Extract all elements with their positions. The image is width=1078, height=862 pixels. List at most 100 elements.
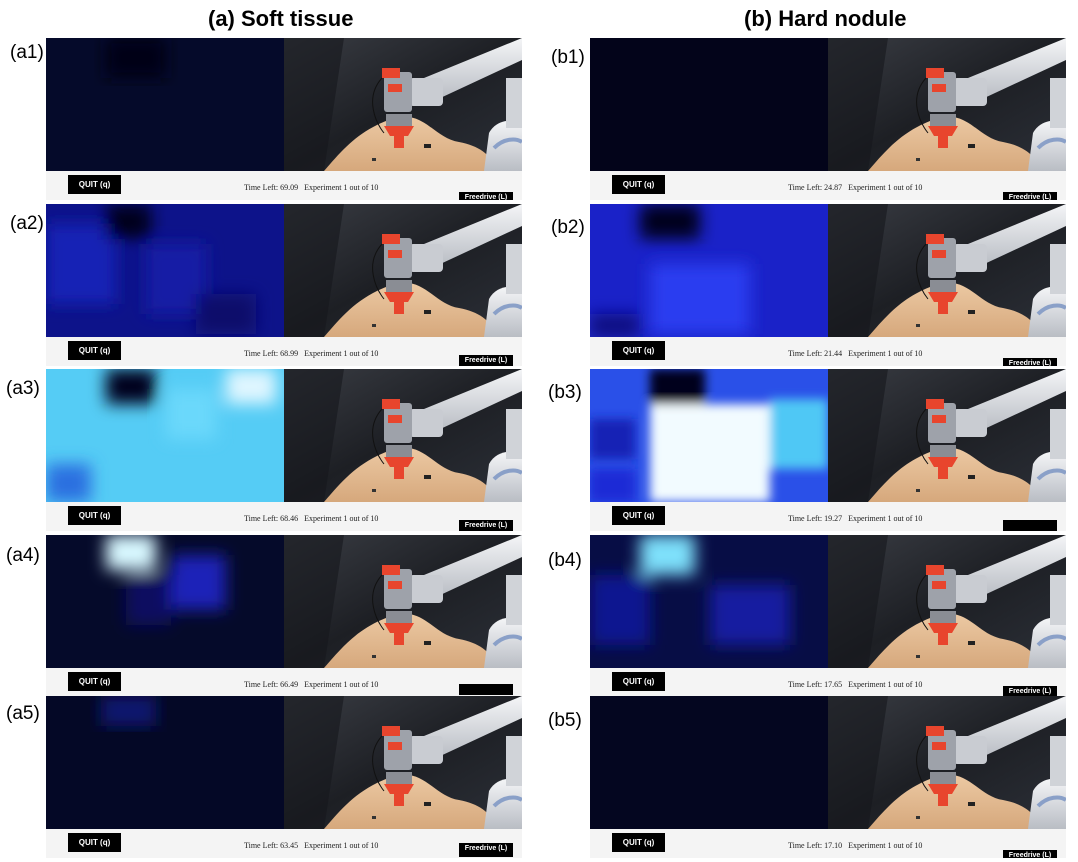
- freedrive-button[interactable]: Freedrive (L): [1003, 850, 1057, 858]
- panel-label-b2: (b2): [551, 217, 585, 238]
- time-left: Time Left: 24.87: [788, 183, 843, 192]
- experiment-counter: Experiment 1 out of 10: [304, 349, 379, 358]
- quit-button[interactable]: QUIT (q): [68, 506, 121, 525]
- panel-label-a4: (a4): [6, 545, 40, 566]
- heatmap-b3: [590, 369, 828, 502]
- quit-button[interactable]: QUIT (q): [612, 175, 665, 194]
- freedrive-button[interactable]: Freedrive (L): [1003, 192, 1057, 200]
- experiment-counter: Experiment 1 out of 10: [848, 680, 923, 689]
- panel-label-b1: (b1): [551, 47, 585, 68]
- panel-label-b3: (b3): [548, 382, 582, 403]
- freedrive-button[interactable]: Freedrive (L): [459, 192, 513, 200]
- time-left: Time Left: 68.46: [244, 514, 299, 523]
- heatmap-a4: [46, 535, 284, 668]
- camera-view-b2: [828, 204, 1066, 337]
- ui-panel-a3: QUIT (q) Time Left: 68.46 Experiment 1 ou…: [46, 369, 523, 531]
- heatmap-b4: [590, 535, 828, 668]
- control-bar-a3: QUIT (q) Time Left: 68.46 Experiment 1 ou…: [46, 502, 522, 531]
- ui-panel-b1: QUIT (q) Time Left: 24.87 Experiment 1 ou…: [590, 38, 1067, 200]
- experiment-counter: Experiment 1 out of 10: [848, 183, 923, 192]
- time-left: Time Left: 19.27: [788, 514, 843, 523]
- heatmap-a2: [46, 204, 284, 337]
- quit-button[interactable]: QUIT (q): [612, 672, 665, 691]
- freedrive-button[interactable]: [459, 684, 513, 695]
- freedrive-button[interactable]: Freedrive (L): [459, 355, 513, 366]
- heatmap-b2: [590, 204, 828, 337]
- control-bar-b1: QUIT (q) Time Left: 24.87 Experiment 1 ou…: [590, 171, 1066, 200]
- status-text: Time Left: 21.44 Experiment 1 out of 10: [788, 349, 928, 358]
- experiment-counter: Experiment 1 out of 10: [304, 183, 379, 192]
- heatmap-b1: [590, 38, 828, 171]
- freedrive-button[interactable]: Freedrive (L): [1003, 358, 1057, 366]
- freedrive-button[interactable]: Freedrive (L): [459, 843, 513, 857]
- panel-label-a1: (a1): [10, 42, 44, 63]
- quit-button[interactable]: QUIT (q): [68, 341, 121, 360]
- camera-view-a3: [284, 369, 522, 502]
- ui-panel-a5: QUIT (q) Time Left: 63.45 Experiment 1 ou…: [46, 696, 523, 858]
- control-bar-b4: QUIT (q) Time Left: 17.65 Experiment 1 ou…: [590, 668, 1066, 697]
- ui-panel-a1: QUIT (q) Time Left: 69.09 Experiment 1 ou…: [46, 38, 523, 200]
- panel-label-b5: (b5): [548, 710, 582, 731]
- status-text: Time Left: 17.10 Experiment 1 out of 10: [788, 841, 928, 850]
- heatmap-a3: [46, 369, 284, 502]
- heatmap-a5: [46, 696, 284, 829]
- freedrive-button[interactable]: [1003, 520, 1057, 531]
- time-left: Time Left: 17.10: [788, 841, 843, 850]
- control-bar-b3: QUIT (q) Time Left: 19.27 Experiment 1 ou…: [590, 502, 1066, 531]
- camera-view-b1: [828, 38, 1066, 171]
- ui-panel-a2: QUIT (q) Time Left: 68.99 Experiment 1 ou…: [46, 204, 523, 366]
- quit-button[interactable]: QUIT (q): [612, 341, 665, 360]
- camera-view-a1: [284, 38, 522, 171]
- experiment-counter: Experiment 1 out of 10: [304, 841, 379, 850]
- camera-view-a2: [284, 204, 522, 337]
- control-bar-b2: QUIT (q) Time Left: 21.44 Experiment 1 ou…: [590, 337, 1066, 366]
- panel-label-a2: (a2): [10, 213, 44, 234]
- time-left: Time Left: 68.99: [244, 349, 299, 358]
- status-text: Time Left: 24.87 Experiment 1 out of 10: [788, 183, 928, 192]
- control-bar-a1: QUIT (q) Time Left: 69.09 Experiment 1 ou…: [46, 171, 522, 200]
- time-left: Time Left: 69.09: [244, 183, 299, 192]
- camera-view-a5: [284, 696, 522, 829]
- camera-view-b4: [828, 535, 1066, 668]
- quit-button[interactable]: QUIT (q): [68, 672, 121, 691]
- experiment-counter: Experiment 1 out of 10: [848, 841, 923, 850]
- time-left: Time Left: 66.49: [244, 680, 299, 689]
- time-left: Time Left: 63.45: [244, 841, 299, 850]
- panel-label-a3: (a3): [6, 378, 40, 399]
- freedrive-button[interactable]: Freedrive (L): [459, 520, 513, 531]
- panel-label-b4: (b4): [548, 550, 582, 571]
- camera-view-b3: [828, 369, 1066, 502]
- control-bar-a2: QUIT (q) Time Left: 68.99 Experiment 1 ou…: [46, 337, 522, 366]
- time-left: Time Left: 21.44: [788, 349, 843, 358]
- status-text: Time Left: 17.65 Experiment 1 out of 10: [788, 680, 928, 689]
- status-text: Time Left: 69.09 Experiment 1 out of 10: [244, 183, 384, 192]
- ui-panel-b5: QUIT (q) Time Left: 17.10 Experiment 1 ou…: [590, 696, 1067, 858]
- ui-panel-b4: QUIT (q) Time Left: 17.65 Experiment 1 ou…: [590, 535, 1067, 697]
- quit-button[interactable]: QUIT (q): [612, 833, 665, 852]
- experiment-counter: Experiment 1 out of 10: [848, 349, 923, 358]
- freedrive-button[interactable]: Freedrive (L): [1003, 686, 1057, 697]
- column-title-soft-tissue: (a) Soft tissue: [208, 6, 354, 31]
- control-bar-b5: QUIT (q) Time Left: 17.10 Experiment 1 ou…: [590, 829, 1066, 858]
- quit-button[interactable]: QUIT (q): [68, 175, 121, 194]
- panel-label-a5: (a5): [6, 703, 40, 724]
- column-title-hard-nodule: (b) Hard nodule: [744, 6, 907, 31]
- status-text: Time Left: 63.45 Experiment 1 out of 10: [244, 841, 384, 850]
- status-text: Time Left: 68.99 Experiment 1 out of 10: [244, 349, 384, 358]
- camera-view-a4: [284, 535, 522, 668]
- time-left: Time Left: 17.65: [788, 680, 843, 689]
- control-bar-a5: QUIT (q) Time Left: 63.45 Experiment 1 ou…: [46, 829, 522, 858]
- heatmap-a1: [46, 38, 284, 171]
- camera-view-b5: [828, 696, 1066, 829]
- quit-button[interactable]: QUIT (q): [612, 506, 665, 525]
- quit-button[interactable]: QUIT (q): [68, 833, 121, 852]
- experiment-counter: Experiment 1 out of 10: [304, 514, 379, 523]
- ui-panel-b3: QUIT (q) Time Left: 19.27 Experiment 1 ou…: [590, 369, 1067, 531]
- status-text: Time Left: 19.27 Experiment 1 out of 10: [788, 514, 928, 523]
- heatmap-b5: [590, 696, 828, 829]
- ui-panel-b2: QUIT (q) Time Left: 21.44 Experiment 1 ou…: [590, 204, 1067, 366]
- experiment-counter: Experiment 1 out of 10: [848, 514, 923, 523]
